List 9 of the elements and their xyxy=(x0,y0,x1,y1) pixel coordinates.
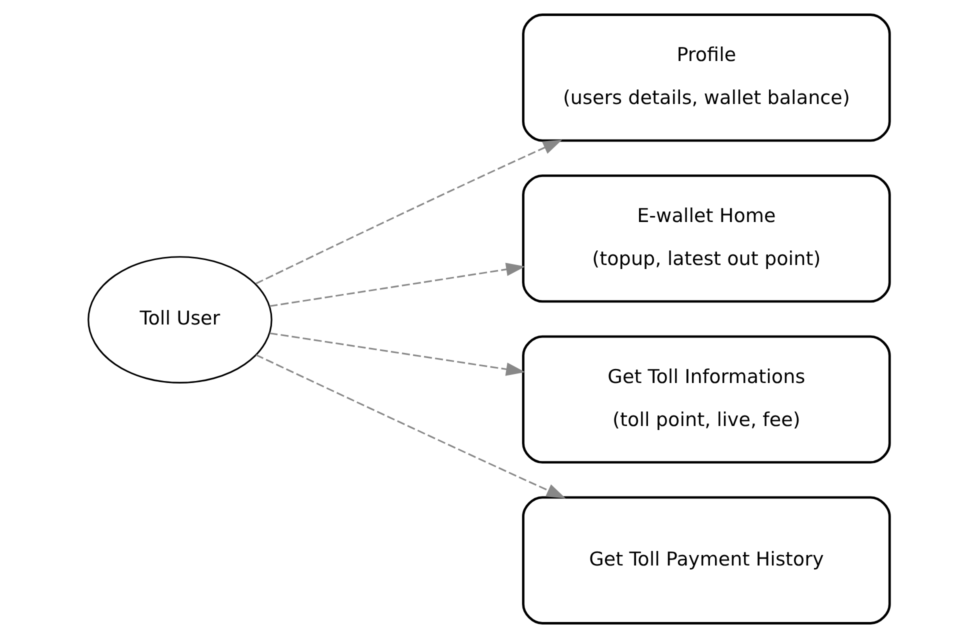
node-box: Profile (users details, wallet balance) xyxy=(522,14,891,142)
arrow xyxy=(270,332,526,376)
node-ellipse: Toll User xyxy=(88,256,272,384)
node-box: E-wallet Home (topup, latest out point) xyxy=(522,174,891,303)
node-box: Get Toll Informations (toll point, live, fee) xyxy=(522,335,891,464)
arrow xyxy=(256,140,562,284)
arrow xyxy=(270,262,526,307)
node-box: Get Toll Payment History xyxy=(522,496,891,624)
arrow xyxy=(256,354,566,498)
